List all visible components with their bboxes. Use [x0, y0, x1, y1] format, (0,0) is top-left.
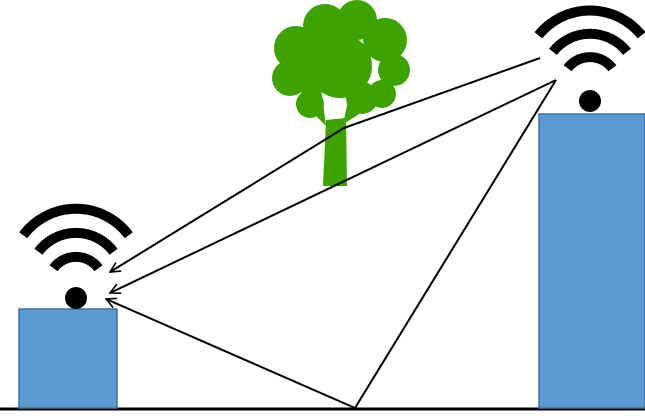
path-direct [110, 80, 556, 293]
tree-icon [272, 0, 410, 186]
signal-paths [106, 58, 556, 408]
path-ground-to-receiver [106, 299, 355, 408]
path-to-ground [355, 80, 556, 408]
path-tree-to-receiver [110, 128, 344, 272]
transmitter-wifi-icon [538, 10, 641, 112]
receiver-wifi-icon [23, 209, 129, 309]
receiver-building [19, 309, 117, 408]
transmitter-building [539, 114, 645, 408]
